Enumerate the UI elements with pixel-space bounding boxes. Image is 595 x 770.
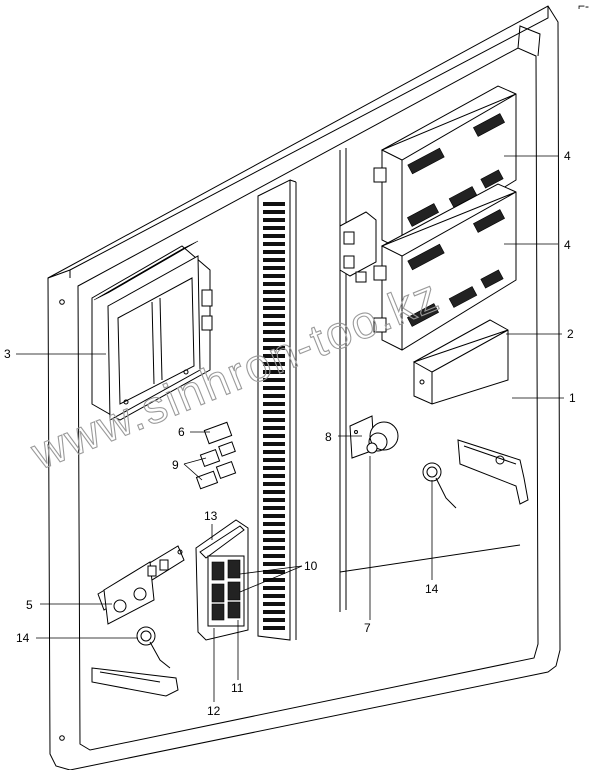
duct-slot bbox=[263, 322, 285, 326]
duct-slot bbox=[263, 482, 285, 486]
duct-slot bbox=[263, 490, 285, 494]
relay-block bbox=[339, 211, 377, 283]
duct-slot bbox=[263, 274, 285, 278]
duct-slot bbox=[263, 370, 285, 374]
leader-lines bbox=[16, 155, 564, 702]
callout-5: 5 bbox=[26, 598, 33, 612]
duct-slot bbox=[263, 618, 285, 622]
duct-slot bbox=[263, 306, 285, 310]
duct-slot bbox=[263, 362, 285, 366]
terminal-block bbox=[97, 545, 185, 625]
duct-slot bbox=[263, 242, 285, 246]
duct-slot bbox=[263, 546, 285, 550]
duct-slot bbox=[263, 626, 285, 630]
duct-slot bbox=[263, 290, 285, 294]
fuse-holder bbox=[195, 519, 249, 641]
callouts: 3 4 4 2 1 8 7 6 9 5 14 14 13 10 11 12 bbox=[4, 149, 576, 718]
callout-8: 8 bbox=[325, 430, 332, 444]
duct-slot bbox=[263, 386, 285, 390]
callout-12: 12 bbox=[207, 704, 221, 718]
duct-slot bbox=[263, 506, 285, 510]
callout-14-right: 14 bbox=[425, 582, 439, 596]
duct-slot bbox=[263, 434, 285, 438]
duct-slot bbox=[263, 514, 285, 518]
control-box bbox=[412, 319, 509, 405]
callout-13: 13 bbox=[204, 509, 218, 523]
callout-2: 2 bbox=[567, 327, 574, 341]
duct-slot bbox=[263, 402, 285, 406]
callout-4-lower: 4 bbox=[564, 238, 571, 252]
duct-slot bbox=[263, 586, 285, 590]
callout-7: 7 bbox=[364, 621, 371, 635]
duct-slot bbox=[263, 282, 285, 286]
callout-14-left: 14 bbox=[16, 631, 30, 645]
relay-group bbox=[195, 421, 237, 490]
duct-slot bbox=[263, 394, 285, 398]
cable-duct bbox=[257, 179, 297, 641]
module-lower bbox=[373, 183, 517, 351]
duct-slot bbox=[263, 250, 285, 254]
duct-slot bbox=[263, 458, 285, 462]
duct-slot bbox=[263, 226, 285, 230]
duct-slot bbox=[263, 570, 285, 574]
callout-6: 6 bbox=[178, 425, 185, 439]
duct-slot bbox=[263, 466, 285, 470]
duct-slot bbox=[263, 522, 285, 526]
duct-slot bbox=[263, 338, 285, 342]
duct-slot bbox=[263, 450, 285, 454]
heat-sink-fin bbox=[107, 240, 199, 294]
mounting-hole-icon bbox=[59, 299, 65, 305]
callout-9: 9 bbox=[172, 458, 179, 472]
callout-3: 3 bbox=[4, 347, 11, 361]
control-unit bbox=[91, 240, 213, 421]
duct-slot bbox=[263, 562, 285, 566]
main-switch bbox=[349, 415, 399, 459]
duct-slot bbox=[263, 554, 285, 558]
module-upper bbox=[373, 85, 517, 251]
duct-slot bbox=[263, 474, 285, 478]
duct-slot bbox=[263, 410, 285, 414]
duct-slot bbox=[263, 346, 285, 350]
callout-4-upper: 4 bbox=[564, 149, 571, 163]
duct-slot bbox=[263, 442, 285, 446]
corner-mark: ⌐- bbox=[578, 0, 589, 13]
duct-slot bbox=[263, 594, 285, 598]
duct-slot bbox=[263, 266, 285, 270]
duct-slot bbox=[263, 330, 285, 334]
duct-slot bbox=[263, 578, 285, 582]
duct-slot bbox=[263, 602, 285, 606]
duct-slot bbox=[263, 298, 285, 302]
duct-slot bbox=[263, 418, 285, 422]
duct-slot bbox=[263, 210, 285, 214]
callout-10: 10 bbox=[304, 559, 318, 573]
key-switch-left bbox=[91, 626, 179, 697]
duct-slot bbox=[263, 314, 285, 318]
callout-11: 11 bbox=[231, 681, 244, 695]
mounting-hole-icon bbox=[59, 735, 65, 741]
duct-slot bbox=[263, 218, 285, 222]
duct-slot bbox=[263, 378, 285, 382]
duct-slot bbox=[263, 530, 285, 534]
duct-slot bbox=[263, 258, 285, 262]
duct-slot bbox=[263, 538, 285, 542]
duct-slot bbox=[263, 234, 285, 238]
duct-slot bbox=[263, 354, 285, 358]
callout-1: 1 bbox=[569, 391, 576, 405]
duct-slot bbox=[263, 426, 285, 430]
duct-slot bbox=[263, 498, 285, 502]
duct-slot bbox=[263, 202, 285, 206]
duct-slot bbox=[263, 610, 285, 614]
key-switch-right bbox=[422, 439, 529, 509]
